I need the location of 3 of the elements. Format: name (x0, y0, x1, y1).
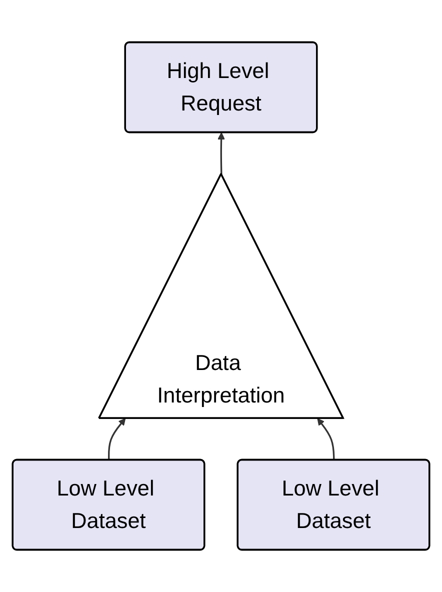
arrow (317, 418, 335, 460)
arrow (218, 132, 225, 174)
arrow (108, 418, 126, 460)
